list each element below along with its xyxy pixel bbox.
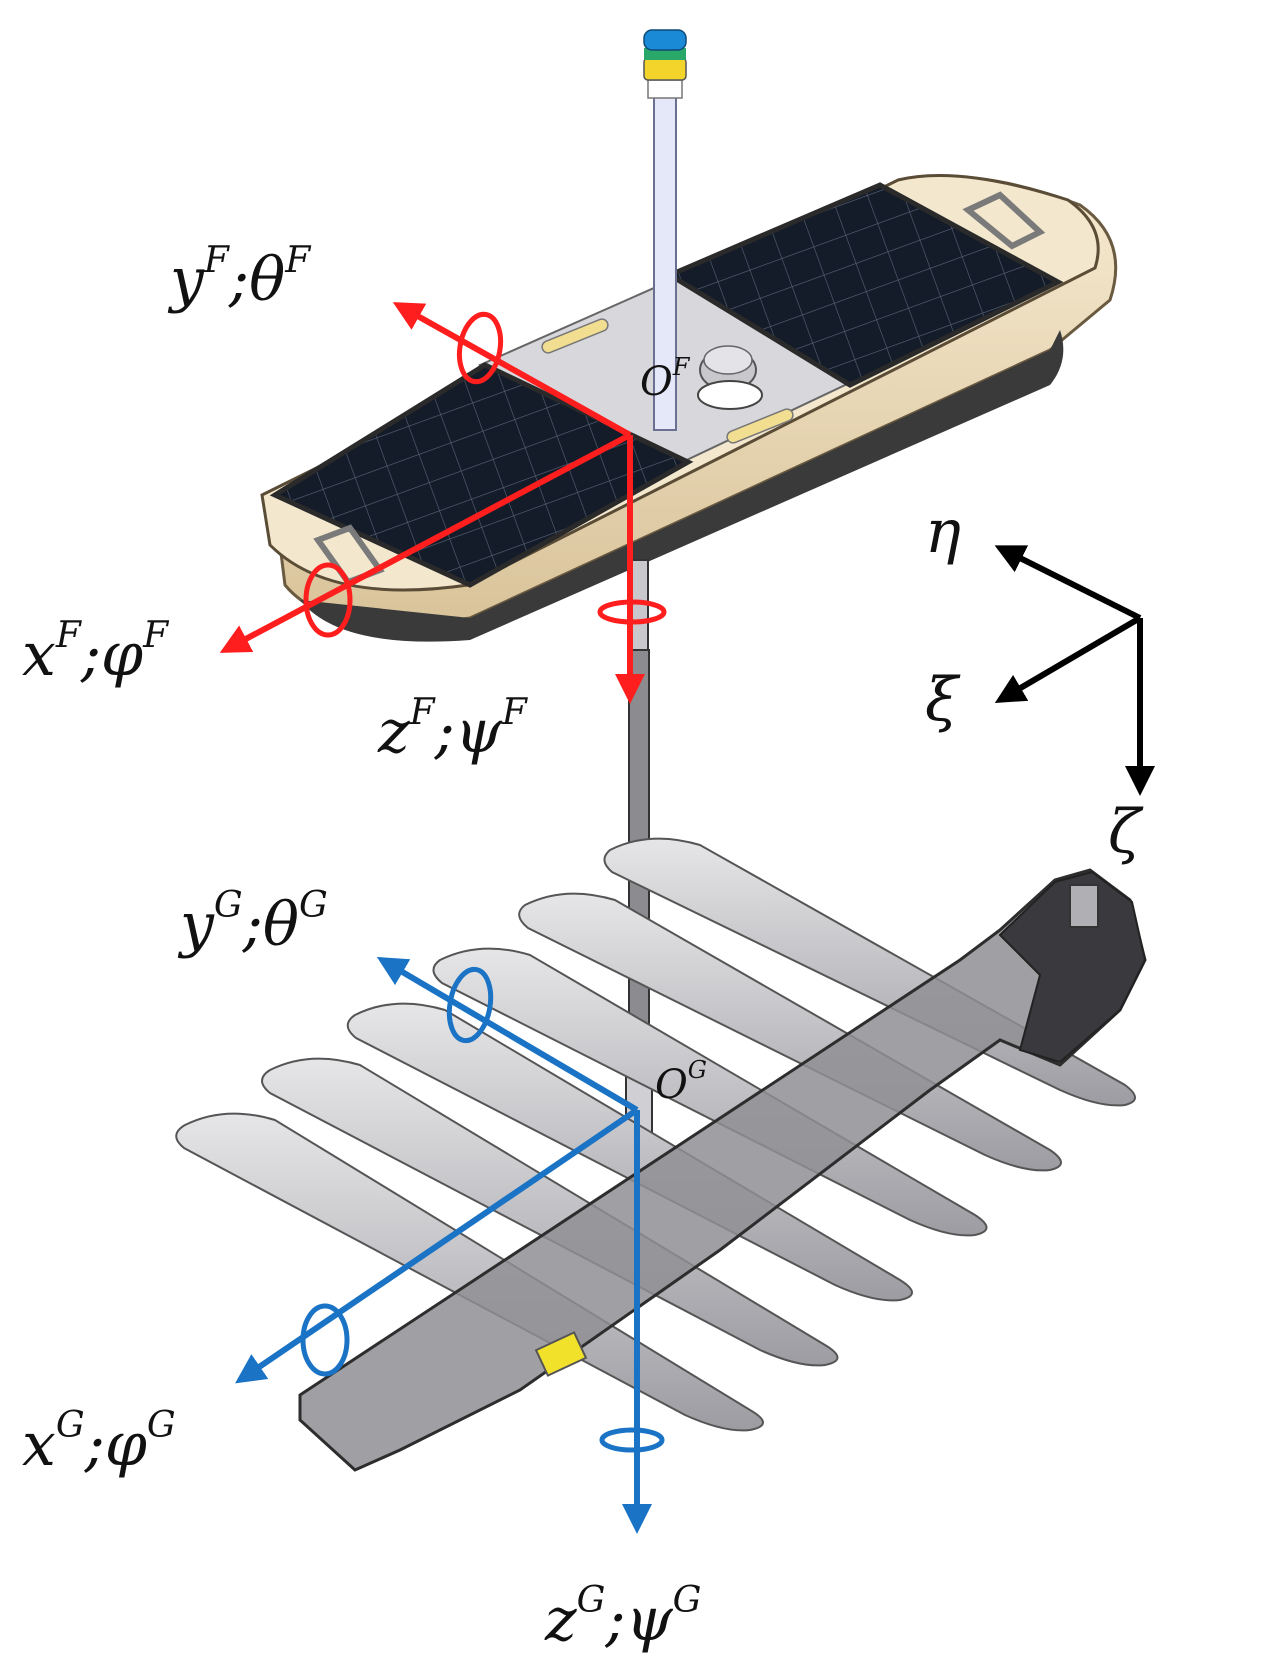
glider-roll-rotation-icon [300, 1303, 350, 1377]
glider-fin [518, 892, 1062, 1172]
eta-label: η [925, 497, 961, 567]
float-handle-rear [962, 191, 1046, 250]
glider-frame-axes [235, 956, 665, 1534]
float-x-axis-arrow [219, 432, 632, 653]
antenna-light-blue [643, 29, 687, 51]
float-frame-axes [219, 302, 667, 704]
glider-fin [175, 1112, 764, 1432]
glider-payload-box [534, 1331, 588, 1377]
xi-label: ξ [925, 665, 961, 735]
deck-slot [726, 408, 794, 444]
earth-frame-axes [994, 545, 1155, 796]
antenna-band-green [644, 48, 686, 60]
float-y-axis-arrow [392, 302, 632, 438]
float-y-axis-label: yF;θF [167, 240, 312, 315]
glider-rudder-frame [998, 870, 1147, 1064]
glider-z-axis-label: zG;ψG [544, 1580, 701, 1655]
glider-body [175, 837, 1147, 1472]
float-x-axis-label: xF;φF [22, 615, 170, 690]
glider-pitch-rotation-icon [446, 966, 494, 1044]
glider-fin [346, 1002, 913, 1302]
glider-y-axis-label: yG;θG [177, 885, 328, 960]
deck-hatch [697, 380, 763, 410]
antenna-band-yellow [643, 57, 687, 81]
float-origin-label: OF [640, 353, 691, 405]
float-roll-rotation-icon [303, 562, 353, 638]
xi-axis-arrow [994, 615, 1142, 704]
glider-origin-label: OG [655, 1056, 707, 1108]
glider-y-axis-arrow [376, 956, 639, 1113]
glider-fin [261, 1057, 839, 1367]
float-hull-bottom [300, 330, 1064, 642]
float-body [260, 29, 1118, 642]
glider-chassis [298, 868, 1147, 1472]
zeta-label: ζ [1108, 797, 1144, 867]
float-pitch-rotation-icon [456, 311, 504, 385]
glider-yaw-rotation-icon [599, 1427, 665, 1453]
eta-axis-arrow [994, 545, 1142, 621]
gps-dome-top [703, 345, 753, 375]
float-yaw-rotation-icon [597, 599, 667, 625]
glider-fin [432, 947, 988, 1237]
deck-slot [541, 318, 609, 354]
glider-x-axis-label: xG;φG [22, 1405, 176, 1480]
rudder-actuator [1069, 884, 1099, 928]
antenna-collar [647, 79, 683, 99]
glider-x-axis-arrow [235, 1107, 639, 1384]
solar-panel-rear [664, 182, 1064, 388]
float-z-axis-label: zF;ψF [377, 692, 529, 767]
